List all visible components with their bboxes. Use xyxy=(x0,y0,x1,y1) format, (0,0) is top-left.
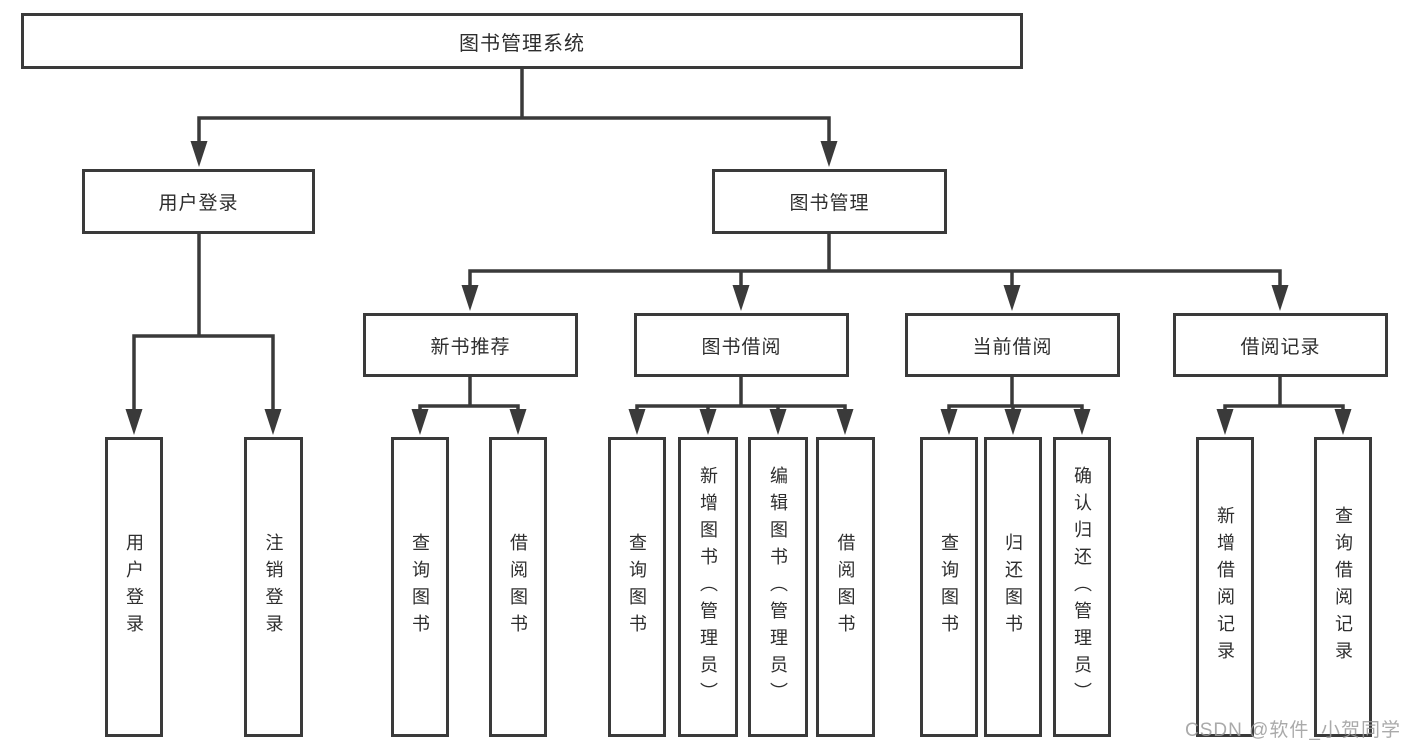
node-book-management: 图书管理 xyxy=(712,169,947,234)
leaf-logout: 注销登录 xyxy=(244,437,303,737)
leaf-query-book-borrow: 查询图书 xyxy=(608,437,666,737)
leaf-query-borrow-record: 查询借阅记录 xyxy=(1314,437,1372,737)
leaf-return-book: 归还图书 xyxy=(984,437,1042,737)
node-book-borrow: 图书借阅 xyxy=(634,313,849,377)
leaf-user-login: 用户登录 xyxy=(105,437,163,737)
leaf-query-book-recommend: 查询图书 xyxy=(391,437,449,737)
node-borrow-records: 借阅记录 xyxy=(1173,313,1388,377)
node-user-login: 用户登录 xyxy=(82,169,315,234)
leaf-edit-book-admin: 编辑图书（管理员） xyxy=(748,437,808,737)
node-new-book-recommend: 新书推荐 xyxy=(363,313,578,377)
leaf-add-book-admin: 新增图书（管理员） xyxy=(678,437,738,737)
leaf-query-book-current: 查询图书 xyxy=(920,437,978,737)
leaf-borrow-book-recommend: 借阅图书 xyxy=(489,437,547,737)
node-current-borrow: 当前借阅 xyxy=(905,313,1120,377)
node-library-system: 图书管理系统 xyxy=(21,13,1023,69)
leaf-borrow-book: 借阅图书 xyxy=(816,437,875,737)
leaf-confirm-return-admin: 确认归还（管理员） xyxy=(1053,437,1111,737)
leaf-add-borrow-record: 新增借阅记录 xyxy=(1196,437,1254,737)
csdn-watermark: CSDN @软件_小贺同学 xyxy=(1185,720,1401,741)
